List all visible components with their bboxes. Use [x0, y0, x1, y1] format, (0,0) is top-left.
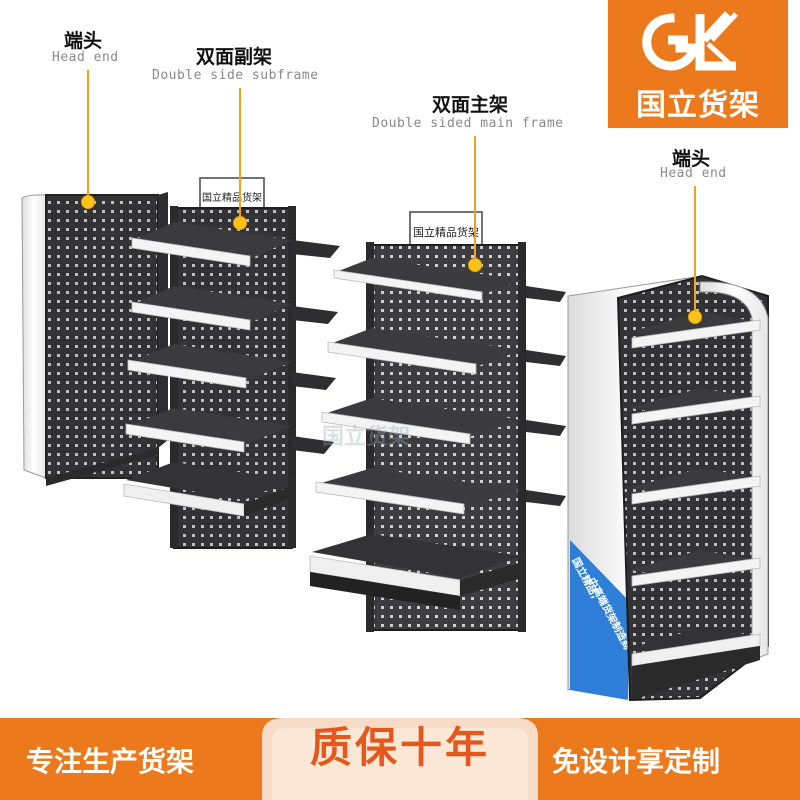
bottom-banner-right-text: 免设计享定制	[552, 745, 721, 778]
double-sided-main-frame-unit: 国立精品货架	[309, 211, 566, 632]
leader-dot-mainframe	[468, 258, 482, 272]
leader-line-subframe	[239, 88, 241, 218]
shelving-illustration: 国立精品货架 国立精品货架	[21, 177, 769, 702]
leader-dot-head-end-left	[81, 195, 95, 209]
label-head-end-left-cn: 端头	[64, 30, 103, 52]
bottom-banner-center-text: 质保十年	[309, 723, 490, 772]
brand-logo: 国立货架	[608, 0, 788, 128]
brand-name: 国立货架	[636, 88, 760, 123]
bottom-banner-center-plate	[262, 718, 538, 800]
brand-monogram-icon	[642, 11, 738, 71]
svg-text:国立货架: 国立货架	[322, 424, 410, 450]
leader-line-head-end-left	[87, 70, 89, 200]
label-mainframe-en: Double sided main frame	[372, 116, 564, 131]
label-head-end-right-cn: 端头	[672, 148, 711, 170]
label-mainframe-cn: 双面主架	[432, 94, 509, 116]
label-head-end-left-en: Head end	[52, 50, 119, 65]
leader-dot-head-end-right	[688, 310, 702, 324]
double-side-subframe-unit: 国立精品货架	[123, 177, 340, 549]
leader-dot-subframe	[233, 216, 247, 230]
label-subframe-en: Double side subframe	[152, 68, 319, 83]
right-head-end-unit: 国立精品， 中高端货架制造商	[567, 274, 769, 702]
bottom-banner-left-text: 专注生产货架	[26, 745, 195, 778]
leader-line-mainframe	[474, 136, 476, 260]
label-head-end-right-en: Head end	[660, 166, 727, 181]
mainframe-sign-text: 国立精品货架	[413, 225, 479, 239]
label-subframe-cn: 双面副架	[196, 46, 273, 68]
leader-line-head-end-right	[694, 186, 696, 312]
subframe-sign-text: 国立精品货架	[202, 191, 262, 204]
watermark-logo: 国立货架	[322, 424, 410, 450]
